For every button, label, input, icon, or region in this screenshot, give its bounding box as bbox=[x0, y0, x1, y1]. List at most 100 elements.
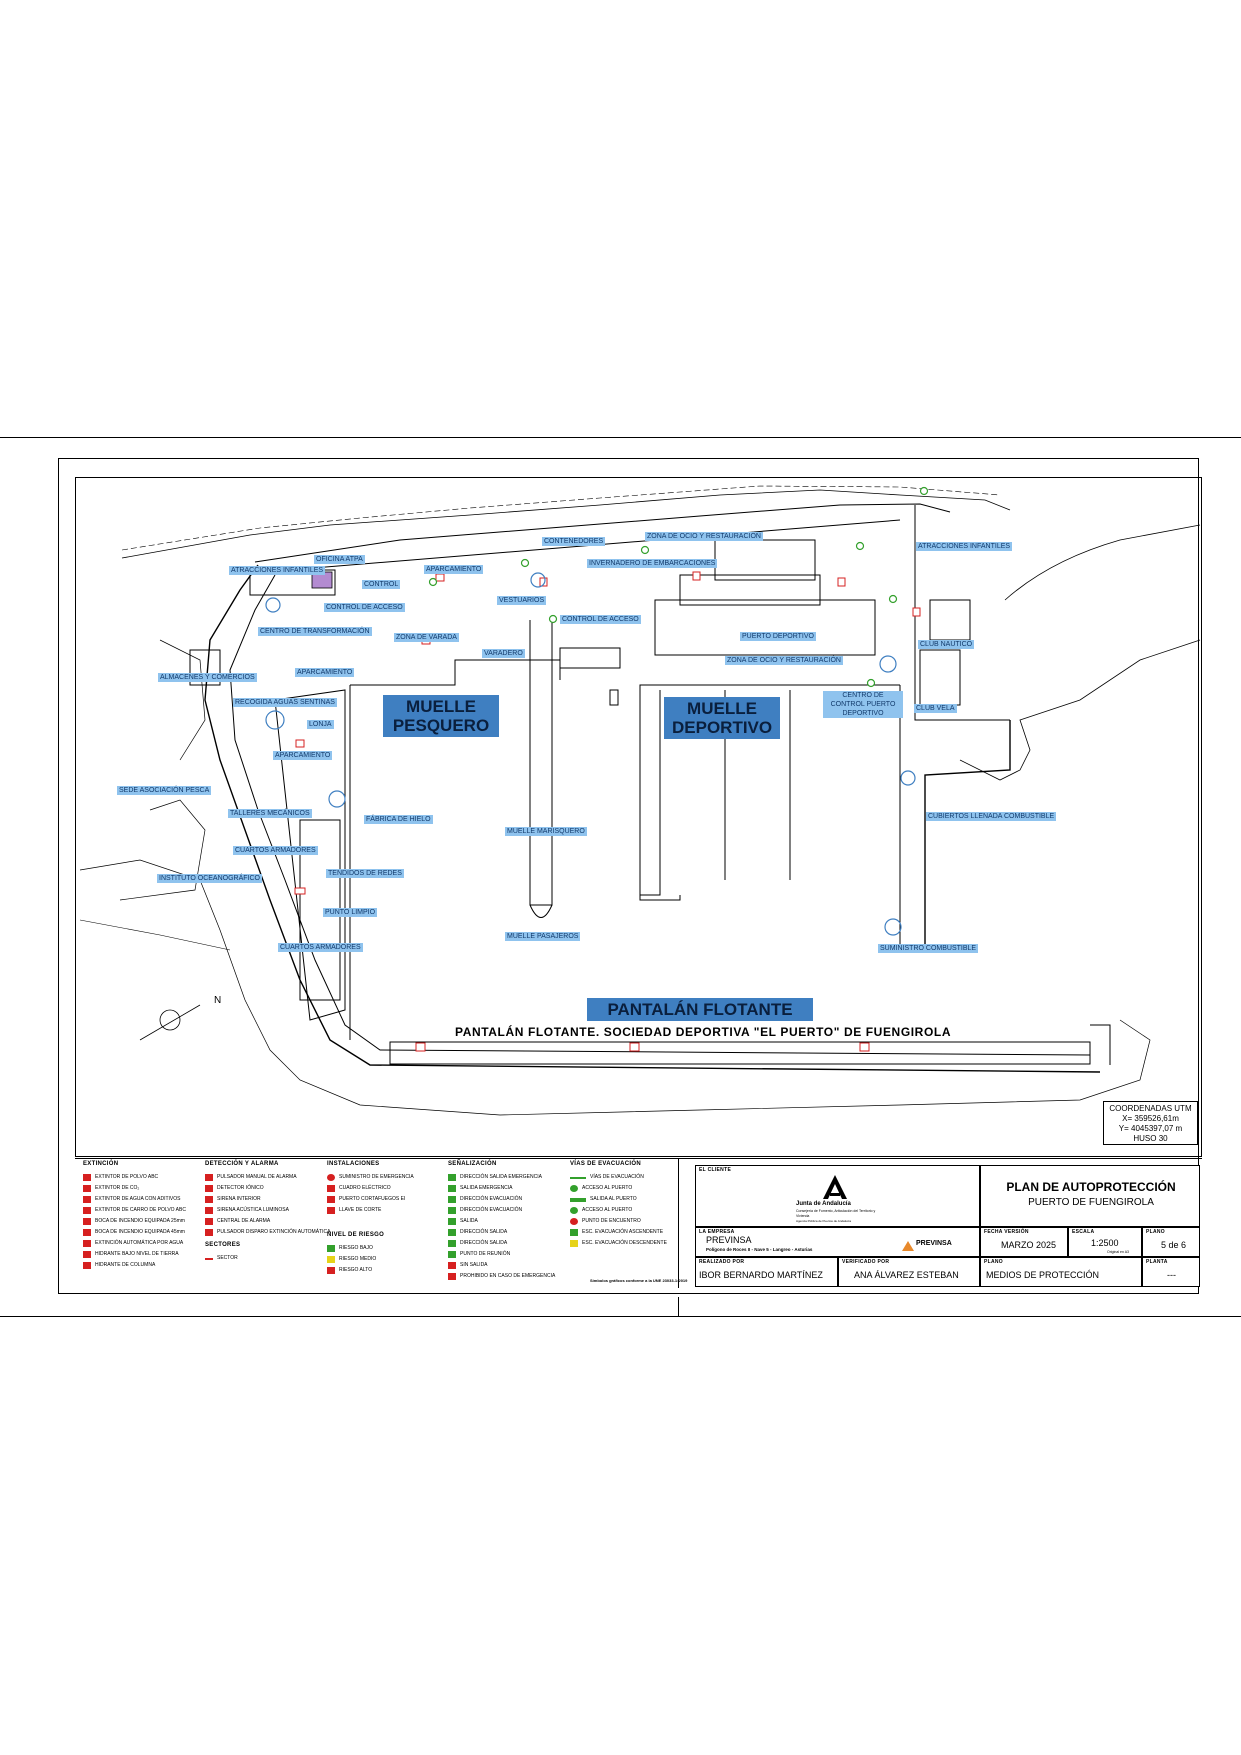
fecha-caption: FECHA VERSIÓN bbox=[984, 1229, 1029, 1235]
legend-extincion-title: EXTINCIÓN bbox=[83, 1161, 119, 1167]
legend-senalizacion: SEÑALIZACIÓN DIRECCIÓN SALIDA EMERGENCIA… bbox=[448, 1159, 555, 1282]
north-shoreline bbox=[121, 485, 1001, 551]
plan-subtitle: PUERTO DE FUENGIROLA bbox=[1028, 1197, 1154, 1208]
legend-item: EXTINTOR DE CARRO DE POLVO ABC bbox=[95, 1207, 186, 1213]
extintor-co2-icon bbox=[83, 1185, 91, 1192]
west-breakwater-outer bbox=[204, 564, 1101, 1073]
risk-marker bbox=[415, 1042, 426, 1052]
north-road-inner bbox=[264, 519, 901, 573]
junta-sub2: Agencia Pública de Puertos de Andalucía bbox=[796, 1219, 852, 1223]
label-tendidos-redes: TENDIDOS DE REDES bbox=[326, 869, 404, 878]
label-suministro-combustible: SUMINISTRO COMBUSTIBLE bbox=[878, 944, 979, 953]
acceso-puerto-icon bbox=[570, 1185, 578, 1192]
label-zona-varada: ZONA DE VARADA bbox=[394, 633, 459, 642]
escala-note: Original en A3 bbox=[1107, 1250, 1129, 1254]
callout-circle bbox=[530, 572, 546, 588]
label-aparcamiento-n: APARCAMIENTO bbox=[424, 565, 484, 574]
junta-sub: Consejería de Fomento, Articulación del … bbox=[796, 1209, 876, 1218]
small-building-1 bbox=[609, 689, 619, 706]
legend-item: PULSADOR DISPARO EXTINCIÓN AUTOMÁTICA bbox=[217, 1229, 331, 1235]
legend-item: PROHIBIDO EN CASO DE EMERGENCIA bbox=[460, 1273, 556, 1279]
compass-circle bbox=[159, 1009, 181, 1031]
plano2-value: MEDIOS DE PROTECCIÓN bbox=[986, 1270, 1100, 1280]
varadero-building bbox=[559, 647, 621, 669]
empresa-address: Polígono de Roces II - Nave 5 - Langreo … bbox=[706, 1247, 813, 1252]
label-cuartos-armadores-1: CUARTOS ARMADORES bbox=[233, 846, 318, 855]
legend-top-rule bbox=[75, 1158, 1202, 1159]
callout-circle bbox=[879, 655, 897, 673]
evac-point bbox=[428, 577, 438, 587]
central-mole bbox=[529, 620, 553, 906]
extincion-automatica-icon bbox=[83, 1240, 91, 1247]
label-zona-ocio-c: ZONA DE OCIO Y RESTAURACIÓN bbox=[725, 656, 843, 665]
risk-marker bbox=[629, 1042, 640, 1052]
bie-45-icon bbox=[83, 1229, 91, 1236]
legend-item: SALIDA bbox=[460, 1218, 478, 1224]
label-vestuarios: VESTUARIOS bbox=[497, 596, 547, 605]
escala-caption: ESCALA bbox=[1072, 1229, 1095, 1235]
puerto-deportivo-block bbox=[654, 599, 876, 656]
evac-point bbox=[520, 558, 530, 568]
pier-1 bbox=[639, 690, 681, 901]
punto-encuentro-icon bbox=[570, 1218, 578, 1225]
legend-instalaciones-title: INSTALACIONES bbox=[327, 1161, 380, 1167]
legend-item: RIESGO BAJO bbox=[339, 1245, 373, 1251]
planta-caption: PLANTA bbox=[1146, 1259, 1168, 1265]
hydrant-marker bbox=[912, 607, 921, 617]
legend-item: EXTINTOR DE CO₂ bbox=[95, 1185, 140, 1191]
legend-item: DETECTOR IÓNICO bbox=[217, 1185, 264, 1191]
junta-logo-svg bbox=[823, 1175, 847, 1199]
label-control: CONTROL bbox=[362, 580, 401, 589]
legend-senalizacion-title: SEÑALIZACIÓN bbox=[448, 1161, 497, 1167]
plano-title-box: PLANO MEDIOS DE PROTECCIÓN bbox=[980, 1257, 1142, 1287]
legend-vias-title: VÍAS DE EVACUACIÓN bbox=[570, 1161, 641, 1167]
puerto-deportivo-block-2 bbox=[679, 574, 821, 606]
label-cubiertos-combustible: CUBIERTOS LLENADA COMBUSTIBLE bbox=[926, 812, 1057, 821]
verificado-value: ANA ÁLVAREZ ESTEBAN bbox=[854, 1270, 959, 1280]
callout-circle bbox=[884, 918, 902, 936]
label-recogida-aguas: RECOGIDA AGUAS SENTINAS bbox=[233, 698, 337, 707]
compass-north-letter: N bbox=[214, 995, 221, 1006]
label-talleres: TALLERES MECÁNICOS bbox=[228, 809, 312, 818]
bie-25-icon bbox=[83, 1218, 91, 1225]
hydrant-marker bbox=[539, 577, 548, 587]
escala-box: ESCALA 1:2500 Original en A3 bbox=[1068, 1227, 1142, 1257]
legend-item: PUNTO DE REUNIÓN bbox=[460, 1251, 511, 1257]
senal-icon bbox=[448, 1174, 456, 1181]
escala-value: 1:2500 bbox=[1091, 1238, 1119, 1248]
legend-deteccion: DETECCIÓN Y ALARMA PULSADOR MANUAL DE AL… bbox=[205, 1159, 330, 1264]
legend-item: HIDRANTE DE COLUMNA bbox=[95, 1262, 156, 1268]
legend-item: SIN SALIDA bbox=[460, 1262, 488, 1268]
label-contenedores: CONTENEDORES bbox=[542, 537, 606, 546]
evac-point bbox=[866, 678, 876, 688]
pesquero-north-edge bbox=[350, 659, 561, 686]
callout-circle bbox=[900, 770, 916, 786]
evac-point bbox=[919, 486, 929, 496]
extintor-carro-icon bbox=[83, 1207, 91, 1214]
label-centro-transformacion: CENTRO DE TRANSFORMACIÓN bbox=[258, 627, 372, 636]
legend-item: PUNTO DE ENCUENTRO bbox=[582, 1218, 641, 1224]
sin-salida-icon bbox=[448, 1262, 456, 1269]
plano2-caption: PLANO bbox=[984, 1259, 1003, 1265]
senal-icon bbox=[448, 1218, 456, 1225]
label-aparcamiento-sw: APARCAMIENTO bbox=[273, 751, 333, 760]
ne-beach-line bbox=[1004, 524, 1201, 601]
legend-item: HIDRANTE BAJO NIVEL DE TIERRA bbox=[95, 1251, 179, 1257]
junta-name: Junta de Andalucía bbox=[796, 1201, 851, 1207]
legend-item: EXTINTOR DE POLVO ABC bbox=[95, 1174, 159, 1180]
realizado-box: REALIZADO POR IBOR BERNARDO MARTÍNEZ bbox=[695, 1257, 838, 1287]
fecha-value: MARZO 2025 bbox=[1001, 1240, 1057, 1250]
legend-item: SALIDA AL PUERTO bbox=[590, 1196, 637, 1202]
legend-item: DIRECCIÓN EVACUACIÓN bbox=[460, 1196, 523, 1202]
legend-item: VÍAS DE EVACUACIÓN bbox=[590, 1174, 644, 1180]
pulsador-disparo-icon bbox=[205, 1229, 213, 1236]
evac-point bbox=[888, 594, 898, 604]
north-road bbox=[254, 503, 951, 563]
cliente-caption: EL CLIENTE bbox=[699, 1167, 732, 1173]
sirena-luminosa-icon bbox=[205, 1207, 213, 1214]
realizado-value: IBOR BERNARDO MARTÍNEZ bbox=[699, 1270, 823, 1280]
cliente-box: EL CLIENTE Junta de Andalucía Consejería… bbox=[695, 1165, 980, 1227]
legend-item: DIRECCIÓN SALIDA bbox=[460, 1240, 508, 1246]
east-coastline bbox=[959, 639, 1201, 781]
